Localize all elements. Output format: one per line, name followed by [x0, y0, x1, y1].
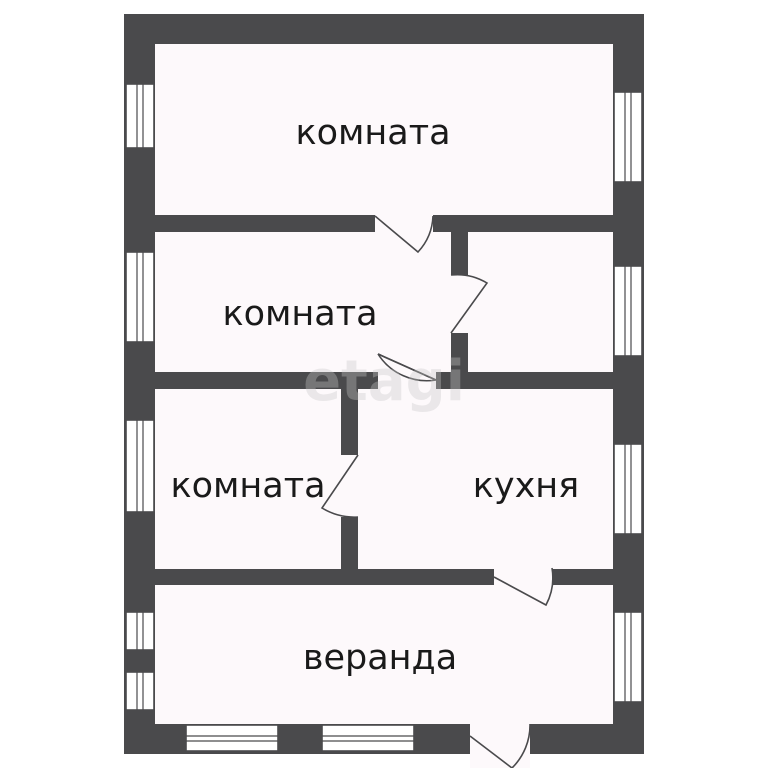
door-opening-lower-left	[340, 455, 359, 517]
windows-right	[613, 91, 643, 703]
door-opening-storage	[450, 275, 469, 333]
room-label-veranda: веранда	[303, 638, 457, 678]
windows-left	[125, 83, 155, 711]
room-label-kitchen: кухня	[473, 466, 580, 506]
floor-kitchen	[358, 389, 613, 569]
floor-storage	[468, 232, 613, 372]
door-swings	[320, 215, 554, 768]
room-label-lower-left: комната	[170, 466, 325, 506]
room-label-middle: комната	[222, 294, 377, 334]
floor-veranda	[155, 585, 613, 724]
watermark-text: etagi	[303, 349, 465, 414]
windows-bottom	[185, 724, 415, 752]
door-opening-kitchen	[494, 568, 552, 586]
door-opening-middle	[378, 371, 436, 390]
floor-room-lower-left	[155, 389, 341, 569]
room-label-top: комната	[295, 113, 450, 153]
door-opening-entrance	[470, 723, 530, 768]
floor-room-top	[155, 44, 613, 215]
floor-room-middle	[155, 232, 451, 372]
